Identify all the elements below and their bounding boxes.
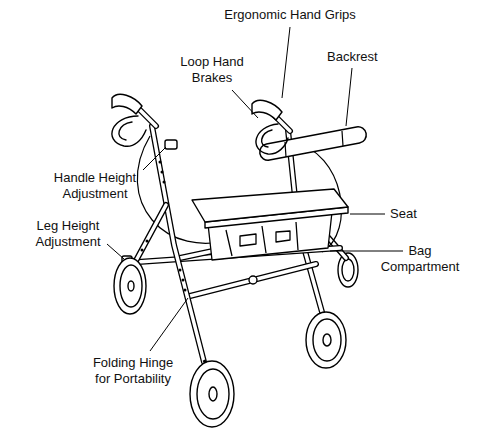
leader-line	[330, 251, 403, 252]
height-holes	[141, 161, 187, 292]
hand-grip	[112, 94, 142, 114]
handle-tube	[138, 108, 156, 126]
part-label: Handle Height Adjustment	[47, 170, 143, 202]
adjust-hole	[159, 161, 162, 164]
brake-loop	[262, 130, 272, 147]
frame-tube	[152, 126, 204, 362]
wheel-hub	[128, 281, 134, 291]
folding-brace	[190, 264, 316, 296]
leader-lines	[107, 27, 403, 351]
brake-loop	[119, 122, 132, 140]
adjust-hole	[163, 181, 166, 184]
frame-tube	[152, 126, 204, 362]
wheel-hub	[323, 334, 331, 346]
wheel-tire	[306, 312, 346, 368]
part-label: Leg Height Adjustment	[26, 218, 110, 250]
wheel-rim	[197, 369, 229, 419]
part-label: Folding Hinge for Portability	[85, 355, 181, 387]
part-label: Loop Hand Brakes	[172, 54, 252, 86]
near-frame	[132, 108, 204, 362]
folding-hinge	[249, 276, 257, 284]
adjust-hole	[146, 240, 149, 243]
loop-brakes	[112, 116, 288, 154]
leader-line	[346, 68, 352, 126]
bag-fold	[226, 222, 298, 256]
leader-line	[282, 27, 290, 98]
brake-loop	[112, 116, 146, 146]
brake-loop	[256, 124, 288, 154]
folding-brace	[190, 264, 316, 296]
leader-line	[150, 298, 188, 351]
leader-line	[350, 214, 385, 215]
part-label: Ergonomic Hand Grips	[190, 7, 390, 23]
adjust-hole	[179, 269, 182, 272]
adjust-hole	[141, 249, 144, 252]
height-clamps	[122, 140, 177, 264]
backrest-seam	[285, 131, 343, 157]
bag-pocket	[240, 231, 290, 246]
frame-tube	[132, 205, 166, 268]
wheel-rim	[120, 265, 142, 307]
wheel-rim	[313, 319, 341, 361]
handle-tube	[138, 108, 156, 126]
near-front-wheel	[190, 360, 234, 427]
leader-line	[107, 244, 124, 259]
near-rear-wheel	[114, 258, 146, 314]
part-label: Backrest	[327, 49, 397, 65]
leader-line	[143, 147, 166, 170]
wheel-tire	[114, 258, 146, 314]
adjust-hole	[184, 289, 187, 292]
leader-line	[232, 90, 258, 118]
wheel-tire	[190, 361, 234, 427]
seat	[192, 189, 348, 228]
handle-clamp	[165, 140, 177, 149]
wheel-hub	[209, 387, 217, 401]
far-front-wheel	[306, 312, 346, 368]
adjust-hole	[161, 171, 164, 174]
part-label: Seat	[390, 206, 450, 222]
part-label: Bag Compartment	[374, 243, 466, 275]
frame-tube	[132, 205, 166, 268]
backrest	[268, 131, 358, 157]
seat-top	[192, 189, 348, 222]
wheel-rim	[342, 259, 354, 281]
adjust-hole	[182, 279, 185, 282]
